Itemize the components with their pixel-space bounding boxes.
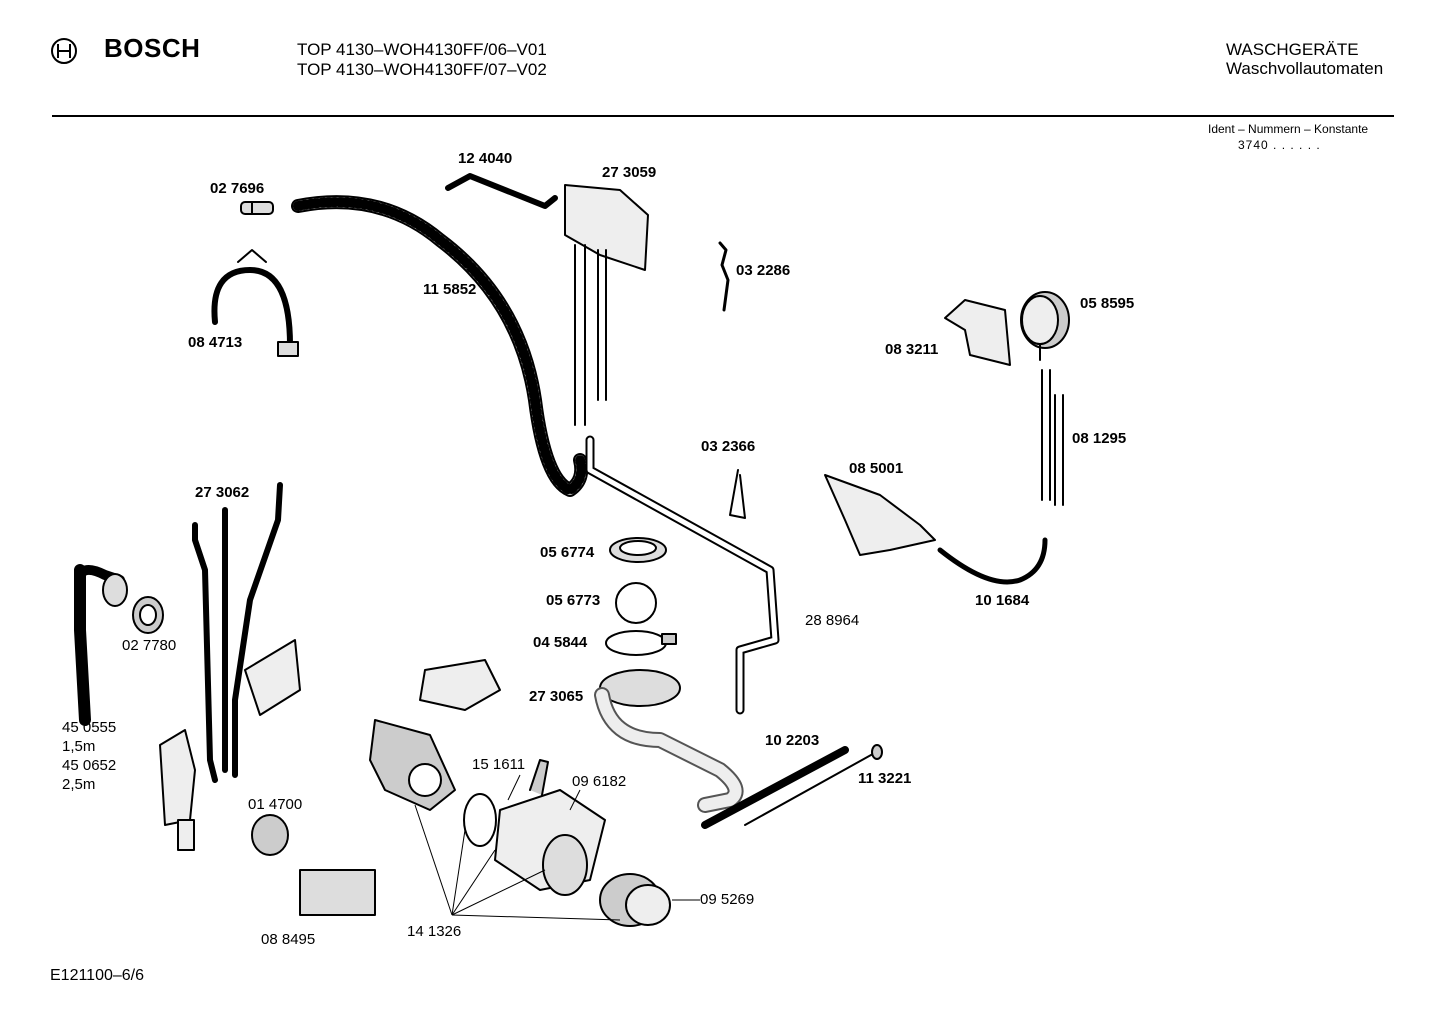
part-label-027696: 02 7696 (210, 180, 265, 197)
wall-plate-part (159, 729, 196, 826)
pressure-switch-058595-part (1020, 291, 1070, 361)
model-line-2: TOP 4130–WOH4130FF/07–V02 (297, 60, 547, 79)
clip-032366-part (729, 469, 746, 519)
part-label-045844: 04 5844 (533, 634, 588, 651)
ident-value: 3740 . . . . . . (1238, 138, 1321, 152)
bracket-085001-part (824, 474, 936, 556)
part-label-273062: 27 3062 (195, 484, 250, 501)
ident-label: Ident – Nummern – Konstante (1208, 122, 1369, 136)
bracket-plate-part (244, 639, 301, 716)
tube-081295-part (1041, 369, 1064, 506)
holder-273059-part (564, 184, 649, 426)
part-label-102203: 10 2203 (765, 732, 820, 749)
ball-056773-part (615, 582, 657, 624)
pump-housing-096182-part (494, 759, 606, 896)
category-line-1: WASCHGERÄTE (1226, 40, 1359, 59)
part-label-096182: 09 6182 (572, 773, 627, 790)
part-label-088495: 08 8495 (261, 931, 316, 948)
part-label-056773: 05 6773 (546, 592, 601, 609)
brand-name: BOSCH (104, 33, 201, 63)
part-label-083211: 08 3211 (885, 341, 939, 358)
corrugated-hose-115852-part (291, 195, 589, 497)
drain-hose-450555-part (74, 564, 128, 726)
length-label-1: 1,5m (62, 738, 96, 755)
connector-027696-part (240, 201, 274, 215)
bracket-083211-part (944, 299, 1011, 366)
part-label-450555: 45 0555 (62, 719, 117, 736)
part-label-113221: 11 3221 (858, 770, 912, 787)
part-label-032286: 03 2286 (736, 262, 791, 279)
tube-101684-part (937, 537, 1048, 585)
seal-056774-part (609, 537, 667, 563)
rod-102203-part (701, 746, 849, 829)
oring-151611-part (463, 793, 497, 847)
filter-095269-part (599, 873, 671, 927)
part-label-115852: 11 5852 (423, 281, 477, 298)
clip-032286-part (718, 241, 730, 312)
part-label-032366: 03 2366 (701, 438, 756, 455)
part-label-141326: 14 1326 (407, 923, 462, 940)
part-label-151611: 15 1611 (472, 756, 526, 773)
part-label-085001: 08 5001 (849, 460, 904, 477)
bracket-084713-part (211, 249, 299, 357)
nut-014700-part (251, 814, 289, 856)
bosch-logo-icon (51, 38, 77, 64)
pump-cover-part (419, 659, 501, 711)
part-label-027780: 02 7780 (122, 637, 177, 654)
part-label-056774: 05 6774 (540, 544, 595, 561)
valve-088495-part (299, 869, 376, 916)
part-label-124040: 12 4040 (458, 150, 513, 167)
part-label-273059: 27 3059 (602, 164, 657, 181)
length-label-2: 2,5m (62, 776, 96, 793)
model-line-1: TOP 4130–WOH4130FF/06–V01 (297, 40, 547, 59)
part-label-084713: 08 4713 (188, 334, 243, 351)
part-label-014700: 01 4700 (248, 796, 303, 813)
sump-273065-part (594, 669, 744, 813)
nut-027780-part (132, 596, 164, 634)
part-label-273065: 27 3065 (529, 688, 584, 705)
rod-124040-part (445, 173, 558, 209)
rod-113221-part (744, 749, 881, 826)
part-label-450652: 45 0652 (62, 757, 117, 774)
part-label-081295: 08 1295 (1072, 430, 1127, 447)
part-label-288964: 28 8964 (805, 612, 860, 629)
part-label-095269: 09 5269 (700, 891, 755, 908)
part-label-101684: 10 1684 (975, 592, 1030, 609)
clamp-045844-part (605, 630, 677, 656)
pipes-273062-part (192, 482, 283, 783)
document-code: E121100–6/6 (50, 967, 145, 984)
header-rule (52, 115, 1394, 117)
part-label-058595: 05 8595 (1080, 295, 1135, 312)
category-line-2: Waschvollautomaten (1226, 59, 1384, 78)
hose-288964-part (585, 435, 780, 715)
pump-motor-part (369, 719, 456, 811)
